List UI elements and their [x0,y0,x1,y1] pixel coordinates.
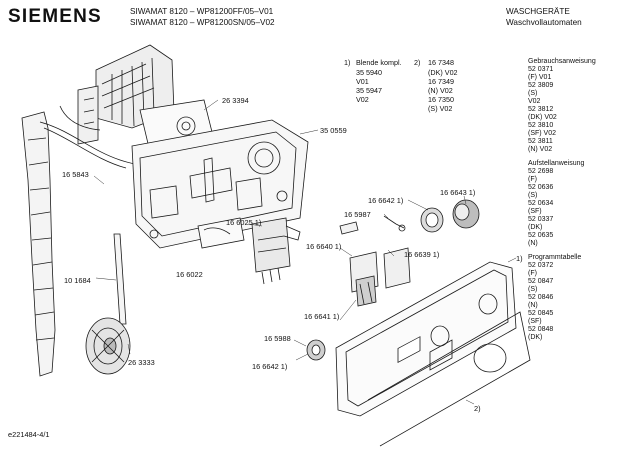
doc-programm-10: (DK) [528,334,543,341]
category-subtitle: Waschvollautomaten [506,18,582,27]
doc-gebrauch-9: (SF) V02 [528,130,557,137]
part-label: 16 5988 [264,334,291,343]
part-label: 16 6640 1) [306,242,342,251]
doc-gebrauch-6: 52 3812 [528,106,554,113]
model-line-1: SIWAMAT 8120 – WP81200FF/05–V01 [130,7,274,16]
part-label: 16 6642 1) [252,362,288,371]
part-label: 35 0559 [320,126,347,135]
doc-programm-5: 52 0846 [528,294,554,301]
doc-gebrauch-2: (F) V01 [528,74,552,81]
doc-aufstell-6: (SF) [528,208,542,215]
drawing-code: e221484-4/1 [8,430,50,439]
doc-programm-8: (SF) [528,318,542,325]
doc-programm-1: 52 0372 [528,262,554,269]
doc-aufstell-10: (N) [528,240,538,247]
part-label: 16 5843 [62,170,89,179]
doc-programm-6: (N) [528,302,538,309]
doc-aufstell-9: 52 0635 [528,232,554,239]
part-label: 16 6642 1) [368,196,404,205]
note-2-var-a: (DK) V02 [428,68,458,77]
part-label: 16 6641 1) [304,312,340,321]
note-1-var-b: V02 [356,95,369,104]
part-label: 1) [516,254,523,263]
doc-programm-4: (S) [528,286,538,293]
doc-gebrauch-3: 52 3809 [528,82,554,89]
part-label: 26 3333 [128,358,155,367]
part-label: 16 5987 [344,210,371,219]
note-2-part-c: 16 7350 [428,95,454,104]
brand-logo: SIEMENS [8,6,102,27]
doc-programm-7: 52 0845 [528,310,554,317]
part-label: 10 1684 [64,276,91,285]
part-label: 16 6022 [176,270,203,279]
note-1-var-a: V01 [356,77,369,86]
part-label: 16 6639 1) [404,250,440,259]
note-2-var-b: (N) V02 [428,86,453,95]
doc-aufstell-3: 52 0636 [528,184,554,191]
doc-programm-9: 52 0848 [528,326,554,333]
doc-aufstell-5: 52 0634 [528,200,554,207]
part-label: 16 6025 1) [226,218,262,227]
doc-programm-0: Programmtabelle [528,254,582,261]
part-label: 26 3394 [222,96,249,105]
note-2-part-b: 16 7349 [428,77,454,86]
doc-aufstell-0: Aufstellanweisung [528,160,585,167]
doc-aufstell-2: (F) [528,176,537,183]
doc-programm-3: 52 0847 [528,278,554,285]
note-1-part-b: 35 5947 [356,86,382,95]
doc-gebrauch-7: (DK) V02 [528,114,557,121]
note-2-ref: 2) [414,58,421,67]
note-2-var-c: (S) V02 [428,104,453,113]
doc-gebrauch-1: 52 0371 [528,66,554,73]
category-title: WASCHGERÄTE [506,7,570,16]
doc-gebrauch-4: (S) [528,90,538,97]
note-2-part-a: 16 7348 [428,58,454,67]
doc-aufstell-8: (DK) [528,224,543,231]
note-1-ref: 1) [344,58,351,67]
note-1-part-a: 35 5940 [356,68,382,77]
doc-gebrauch-8: 52 3810 [528,122,554,129]
part-label: 16 6643 1) [440,188,476,197]
doc-gebrauch-5: V02 [528,98,541,105]
doc-programm-2: (F) [528,270,537,277]
doc-aufstell-1: 52 2698 [528,168,554,175]
doc-gebrauch-11: (N) V02 [528,146,553,153]
doc-aufstell-4: (S) [528,192,538,199]
model-line-2: SIWAMAT 8120 – WP81200SN/05–V02 [130,18,275,27]
note-1-title: Blende kompl. [356,58,402,67]
part-label: 2) [474,404,481,413]
doc-aufstell-7: 52 0337 [528,216,554,223]
doc-gebrauch-10: 52 3811 [528,138,553,145]
doc-gebrauch-0: Gebrauchsanweisung [528,58,596,65]
